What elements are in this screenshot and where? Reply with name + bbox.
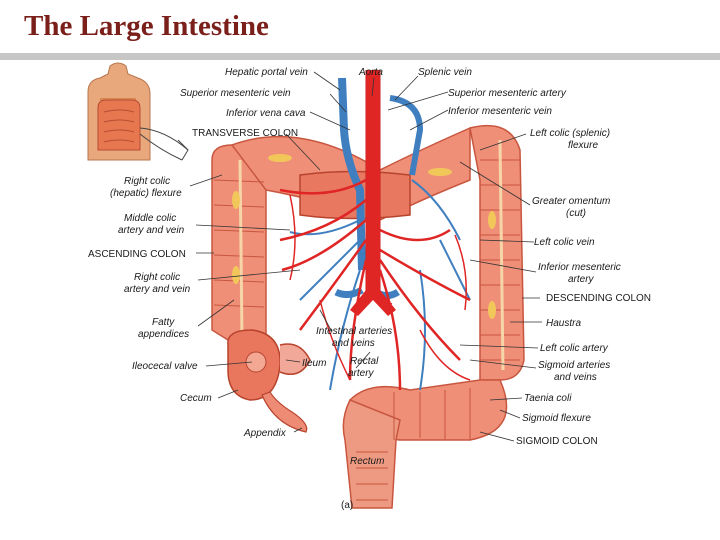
torso-thumbnail: [87, 62, 189, 161]
label-inferior-mesenteric-artery-line1: Inferior mesenteric: [538, 262, 621, 273]
label-fatty-appendices-line1: Fatty: [152, 317, 175, 328]
label-transverse-colon: TRANSVERSE COLON: [192, 128, 298, 139]
label-rectal-artery-line1: Rectal: [350, 356, 379, 367]
label-superior-mesenteric-vein: Superior mesenteric vein: [180, 88, 291, 99]
label-right-colic-line1: Right colic: [134, 272, 180, 283]
leader-lines: [189, 71, 542, 442]
label-greater-omentum-line1: Greater omentum: [532, 196, 610, 207]
label-inferior-mesenteric-artery-line2: artery: [568, 274, 595, 285]
label-left-colic-artery: Left colic artery: [540, 343, 609, 354]
label-splenic-vein: Splenic vein: [418, 67, 472, 78]
panel-label: (a): [341, 500, 353, 511]
label-right-colic-flexure-line1: Right colic: [124, 176, 170, 187]
label-right-colic-flexure-line2: (hepatic) flexure: [110, 188, 182, 199]
label-ileocecal-valve: Ileocecal valve: [132, 361, 198, 372]
label-fatty-appendices-line2: appendices: [138, 329, 189, 340]
label-appendix: Appendix: [243, 428, 287, 439]
label-sigmoid-colon: SIGMOID COLON: [516, 436, 598, 447]
label-greater-omentum-line2: (cut): [566, 208, 586, 219]
slide-title: The Large Intestine: [24, 10, 269, 42]
label-descending-colon: DESCENDING COLON: [546, 293, 651, 304]
label-inferior-mesenteric-vein: Inferior mesenteric vein: [448, 106, 552, 117]
label-sigmoid-arteries-line2: and veins: [554, 372, 597, 383]
label-ascending-colon: ASCENDING COLON: [88, 249, 186, 260]
label-sigmoid-flexure: Sigmoid flexure: [522, 413, 591, 424]
label-left-colic-vein: Left colic vein: [534, 237, 595, 248]
label-rectal-artery-line2: artery: [348, 368, 375, 379]
label-right-colic-line2: artery and vein: [124, 284, 191, 295]
label-left-colic-flexure-line2: flexure: [568, 140, 598, 151]
label-hepatic-portal-vein: Hepatic portal vein: [225, 67, 308, 78]
label-middle-colic-line1: Middle colic: [124, 213, 176, 224]
label-intestinal-arteries-line1: Intestinal arteries: [316, 326, 392, 337]
label-sigmoid-arteries-line1: Sigmoid arteries: [538, 360, 610, 371]
label-superior-mesenteric-artery: Superior mesenteric artery: [448, 88, 567, 99]
label-ileum: Ileum: [302, 358, 326, 369]
label-haustra: Haustra: [546, 318, 581, 329]
label-rectum: Rectum: [350, 456, 384, 467]
label-middle-colic-line2: artery and vein: [118, 225, 185, 236]
label-left-colic-flexure-line1: Left colic (splenic): [530, 128, 610, 139]
label-aorta: Aorta: [358, 67, 383, 78]
label-intestinal-arteries-line2: and veins: [332, 338, 375, 349]
label-cecum: Cecum: [180, 393, 212, 404]
title-divider: [0, 53, 720, 60]
label-inferior-vena-cava: Inferior vena cava: [226, 108, 306, 119]
blood-vessels: [279, 70, 471, 391]
diagram-labels: Hepatic portal vein Aorta Splenic vein S…: [88, 67, 651, 511]
label-taenia-coli: Taenia coli: [524, 393, 572, 404]
